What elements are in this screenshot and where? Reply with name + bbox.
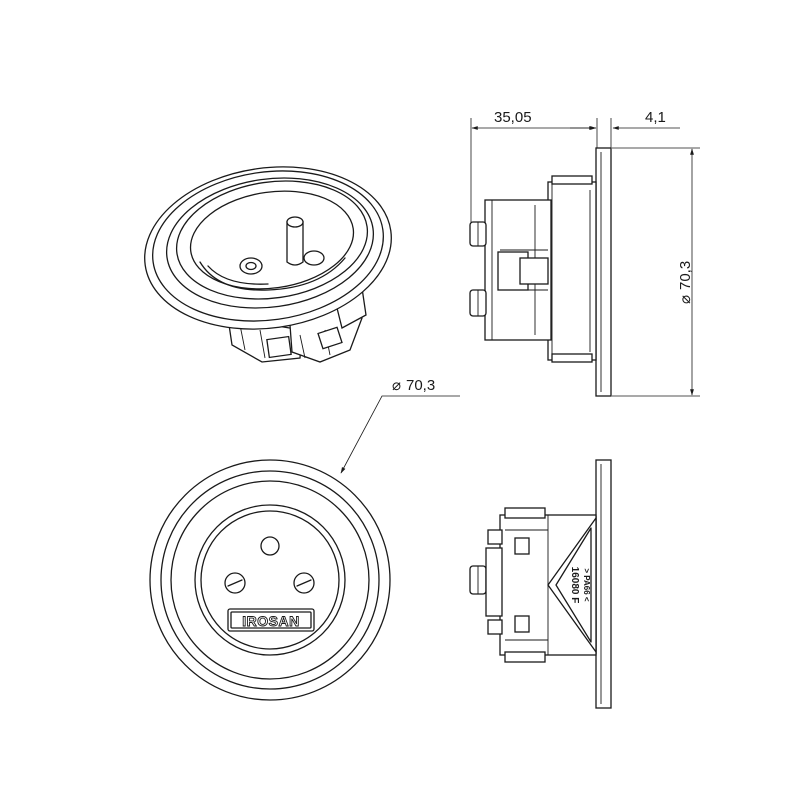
- front-socket-hole-right: [293, 572, 315, 594]
- side-plate: [595, 147, 612, 397]
- side-view-2: 16080 F > PA66 <: [469, 459, 612, 709]
- front-recess: [194, 504, 346, 656]
- front-earth-pin: [260, 536, 280, 556]
- brand-label: IROSAN: [242, 613, 299, 629]
- side2-terminal-screw: [469, 565, 487, 595]
- dim-depth-label: 35,05: [494, 109, 532, 126]
- dim-diameter-front-label: 70,3: [406, 377, 435, 394]
- isometric-view: [144, 166, 392, 363]
- iso-socket-hole-left: [239, 257, 263, 275]
- dim-diameter-front-symbol: ⌀: [392, 377, 401, 394]
- dim-leader-front: [340, 395, 460, 474]
- side-terminal-screw-top: [469, 221, 487, 247]
- front-socket-hole-left: [224, 572, 246, 594]
- side-terminal-screw-bottom: [469, 289, 487, 317]
- dim-diameter-side-label: 70,3: [677, 261, 694, 290]
- side2-marking-diamond: [547, 515, 597, 655]
- iso-earth-pin: [286, 216, 304, 266]
- side2-marking-sub: > PA66 <: [582, 568, 591, 602]
- side-view: 35,05 4,1 ⌀ 70,3: [469, 109, 700, 397]
- front-view: IROSAN ⌀ 70,3: [149, 377, 460, 701]
- dim-diameter-side-symbol: ⌀: [677, 295, 694, 304]
- iso-socket-hole-right: [303, 250, 325, 266]
- side2-marking-code: 16080 F: [569, 567, 580, 604]
- side2-plate: [595, 459, 612, 709]
- dim-plate-label: 4,1: [645, 109, 666, 126]
